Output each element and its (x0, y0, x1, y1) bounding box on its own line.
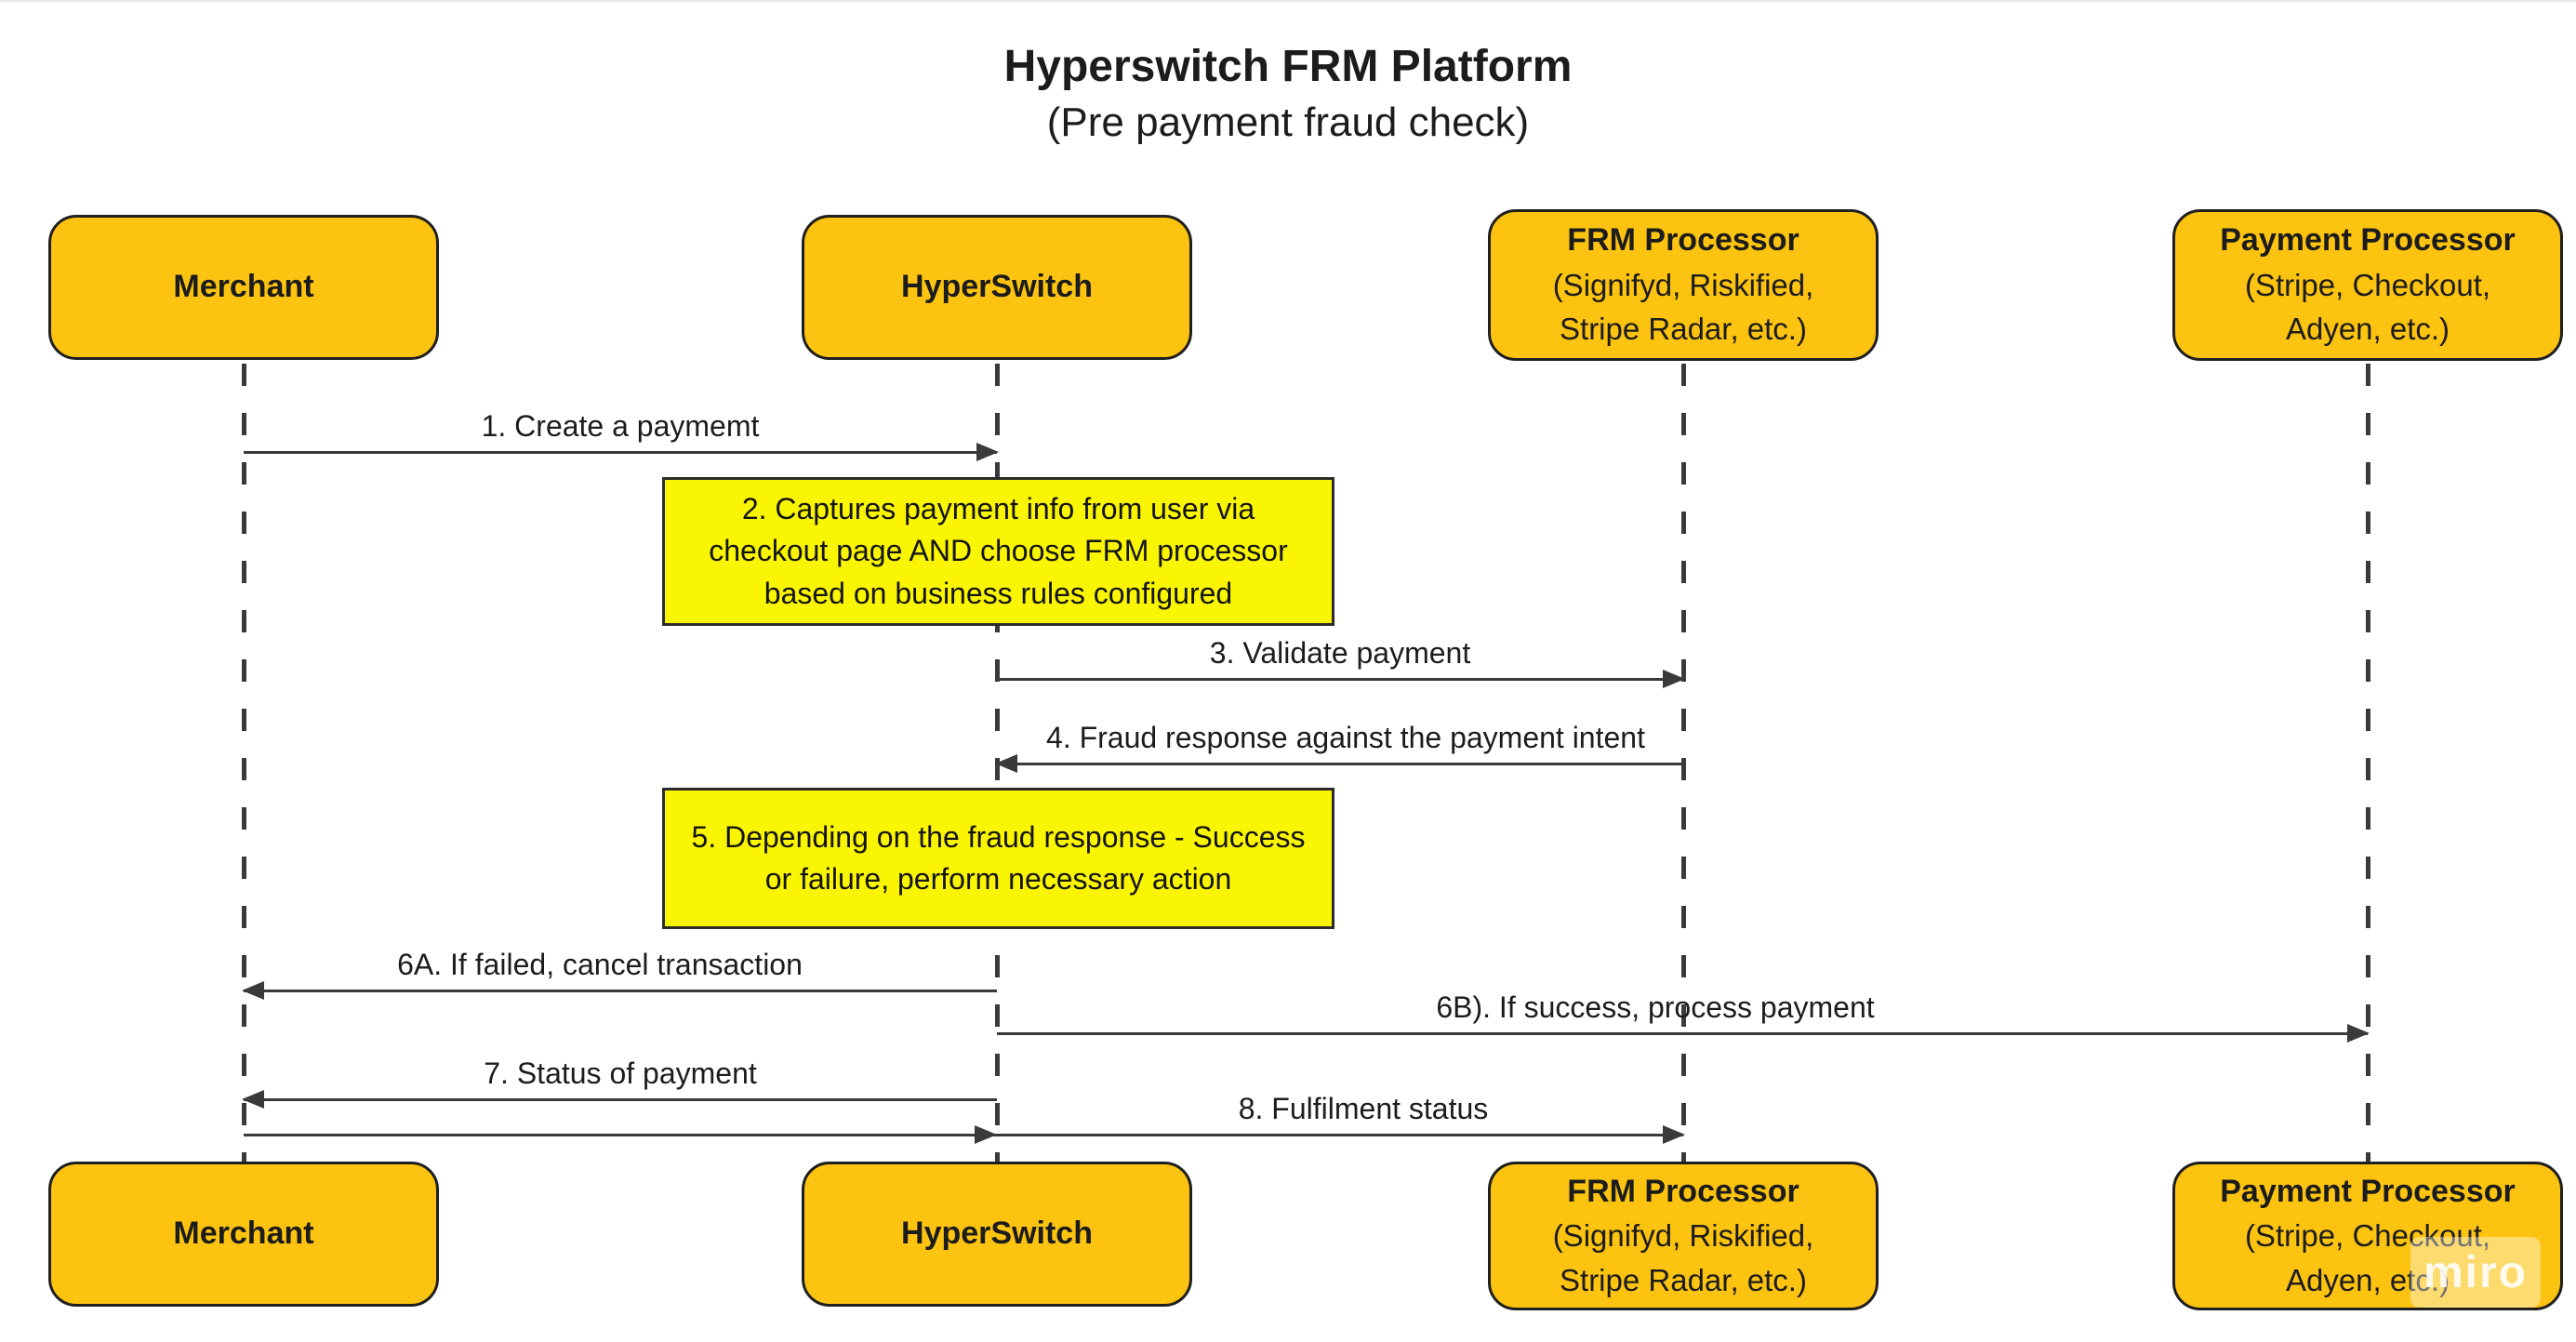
actor-box-payment-processor-top[interactable]: Payment Processor (Stripe, Checkout, Ady… (2172, 209, 2563, 361)
actor-label: Merchant (173, 269, 314, 305)
actor-label: Payment Processor (2220, 222, 2516, 259)
lifeline-payment-processor (2366, 364, 2370, 1162)
actor-box-frm-processor-top[interactable]: FRM Processor (Signifyd, Riskified, Stri… (1488, 209, 1879, 361)
actor-sublabel: Adyen, etc.) (2285, 312, 2450, 347)
actor-label: Payment Processor (2220, 1173, 2516, 1209)
arrowhead (242, 1090, 264, 1109)
actor-sublabel: Stripe Radar, etc.) (1560, 1262, 1807, 1297)
message-label-7: 7. Status of payment (484, 1056, 757, 1090)
arrowhead (975, 1125, 997, 1144)
message-label-8: 8. Fulfilment status (1238, 1092, 1489, 1125)
note-text: 5. Depending on the fraud response - Suc… (691, 819, 1306, 896)
note-box-5[interactable]: 5. Depending on the fraud response - Suc… (662, 788, 1334, 929)
note-text: 2. Captures payment info from user via c… (709, 491, 1288, 610)
lifeline-merchant (242, 364, 246, 1162)
message-arrow-8[interactable] (244, 1125, 1685, 1144)
message-arrow-3[interactable] (997, 670, 1685, 688)
message-arrow-6b[interactable] (997, 1024, 2370, 1043)
arrowhead (976, 443, 999, 461)
message-label-3: 3. Validate payment (1209, 636, 1471, 670)
actor-sublabel: (Stripe, Checkout, (2244, 267, 2491, 302)
actor-sublabel: (Signifyd, Riskified, (1552, 267, 1814, 302)
message-arrow-6a[interactable] (242, 981, 997, 1000)
actor-label: FRM Processor (1567, 222, 1799, 259)
diagram-title: Hyperswitch FRM Platform (1003, 42, 1573, 91)
message-label-6a: 6A. If failed, cancel transaction (397, 948, 803, 981)
arrowhead (995, 754, 1017, 773)
actor-label: Merchant (173, 1216, 314, 1252)
message-label-4: 4. Fraud response against the payment in… (1046, 721, 1645, 754)
message-arrow-7[interactable] (242, 1090, 997, 1109)
message-arrow-1[interactable] (244, 443, 999, 461)
actor-label: HyperSwitch (901, 269, 1093, 305)
note-box-2[interactable]: 2. Captures payment info from user via c… (662, 477, 1334, 626)
actor-box-merchant-bottom[interactable]: Merchant (48, 1162, 439, 1307)
actor-sublabel: (Signifyd, Riskified, (1552, 1218, 1814, 1254)
message-label-6b: 6B). If success, process payment (1436, 990, 1875, 1024)
actor-sublabel: Adyen, etc.) (2285, 1262, 2450, 1297)
arrowhead (1663, 1125, 1685, 1144)
actor-box-hyperswitch-top[interactable]: HyperSwitch (802, 215, 1192, 360)
arrowhead (1663, 670, 1685, 688)
actor-box-hyperswitch-bottom[interactable]: HyperSwitch (802, 1162, 1192, 1307)
actor-box-merchant-top[interactable]: Merchant (48, 215, 439, 360)
message-label-1: 1. Create a paymemt (481, 409, 760, 443)
actor-label: FRM Processor (1567, 1173, 1799, 1209)
actor-box-payment-processor-bottom[interactable]: Payment Processor (Stripe, Checkout, Ady… (2172, 1162, 2563, 1310)
diagram-subtitle: (Pre payment fraud check) (1046, 100, 1530, 145)
miro-watermark[interactable]: miro (2410, 1237, 2541, 1308)
arrowhead (242, 981, 264, 1000)
actor-sublabel: (Stripe, Checkout, (2244, 1218, 2491, 1254)
actor-box-frm-processor-bottom[interactable]: FRM Processor (Signifyd, Riskified, Stri… (1488, 1162, 1879, 1310)
message-arrow-4[interactable] (995, 754, 1683, 773)
lifeline-frm-processor (1681, 364, 1686, 1162)
arrowhead (2347, 1024, 2370, 1043)
diagram-title-block: Hyperswitch FRM Platform (Pre payment fr… (0, 39, 2576, 150)
actor-label: HyperSwitch (901, 1216, 1093, 1252)
actor-sublabel: Stripe Radar, etc.) (1560, 312, 1807, 347)
